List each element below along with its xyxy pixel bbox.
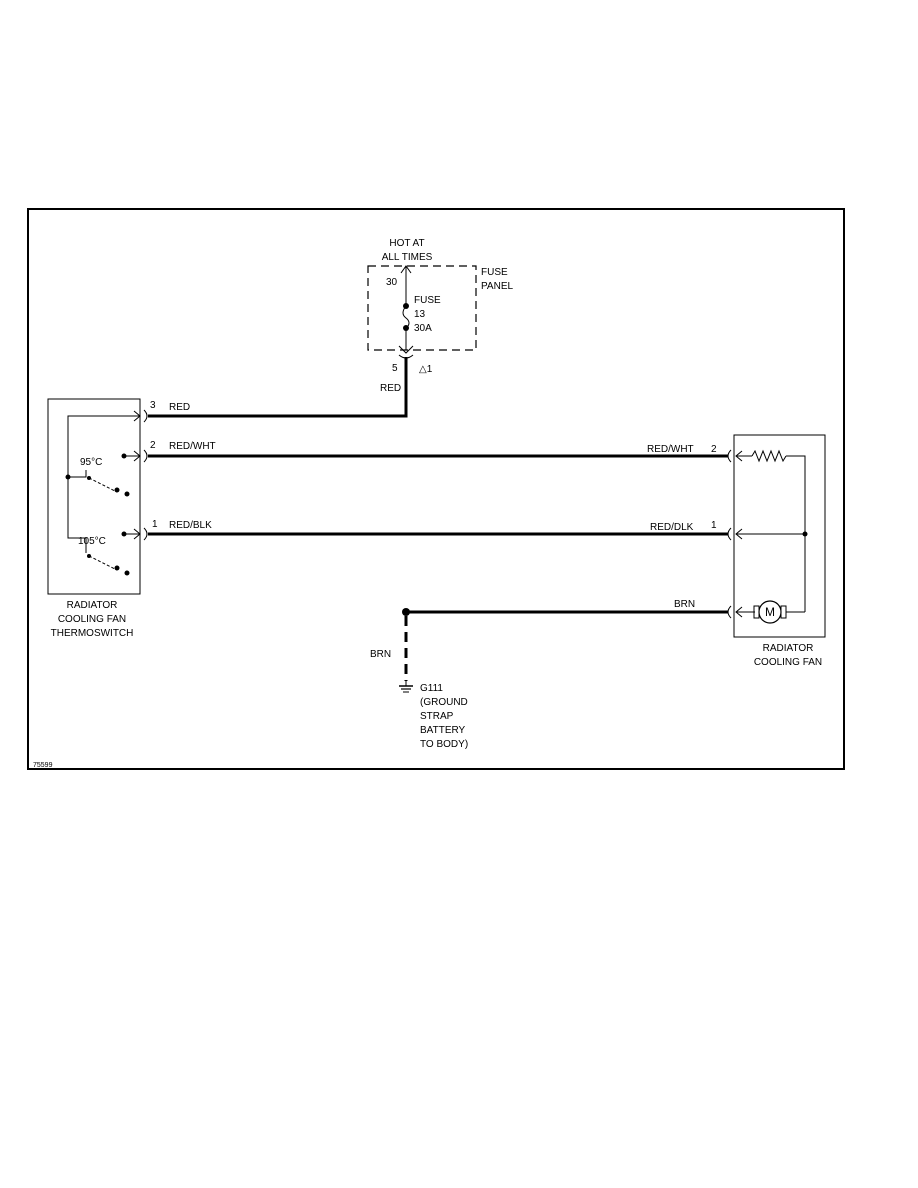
switch-95-contact xyxy=(114,487,120,493)
ground-desc-3: BATTERY xyxy=(420,725,466,736)
brn-wire: BRN BRN xyxy=(370,599,728,681)
fan-junction xyxy=(802,531,808,537)
thermoswitch-branch-95 xyxy=(68,470,87,478)
thermoswitch-pin2-connector xyxy=(143,449,148,463)
connector-ref-label: △1 xyxy=(419,364,433,375)
fan-name-1: RADIATOR xyxy=(763,643,814,654)
fuse-icon xyxy=(402,305,410,329)
red-blk-wire: RED/BLK RED/DLK xyxy=(148,520,728,536)
diagram-frame xyxy=(27,208,845,770)
brn-splice xyxy=(402,608,410,616)
thermoswitch-name-3: THERMOSWITCH xyxy=(51,628,134,639)
thermoswitch-pin1-contact xyxy=(121,531,127,537)
red-wire: RED RED xyxy=(148,357,408,418)
ground-desc-4: TO BODY) xyxy=(420,739,468,750)
fuse-panel-label-1: FUSE xyxy=(481,267,508,278)
switch-105-blade xyxy=(88,555,118,571)
fan-pin2-connector xyxy=(727,449,732,463)
switch-95-contact-2 xyxy=(124,491,130,497)
all-times-label: ALL TIMES xyxy=(382,252,433,263)
switch-95-blade xyxy=(88,477,118,493)
fuse-panel-label-2: PANEL xyxy=(481,281,513,292)
fuse-rating-label: 30A xyxy=(414,323,432,334)
ground-g111: G111 (GROUND STRAP BATTERY TO BODY) xyxy=(399,681,468,750)
red-label: RED xyxy=(169,402,190,413)
figure-id: 75599 xyxy=(33,762,53,769)
switch-95-link xyxy=(124,456,127,494)
radiator-cooling-fan: 2 1 M RADIATOR COOLING FAN xyxy=(711,434,826,668)
switch-105-contact-2 xyxy=(124,570,130,576)
terminal-5-label: 5 xyxy=(392,363,398,374)
brn-right-label: BRN xyxy=(674,599,695,610)
motor-label: M xyxy=(765,605,775,619)
fuse-panel: HOT AT ALL TIMES FUSE PANEL 30 FUSE 13 3… xyxy=(367,238,513,375)
connector-arrow-icon xyxy=(398,345,414,354)
thermoswitch-pin1-label: 1 xyxy=(152,519,158,530)
red-wire-path xyxy=(148,357,408,418)
fuse-panel-box xyxy=(367,265,477,351)
fan-pin1-connector xyxy=(727,527,732,541)
brn-vertical-label: BRN xyxy=(370,649,391,660)
thermoswitch-pin3-label: 3 xyxy=(150,400,156,411)
fan-pin2-label: 2 xyxy=(711,444,717,455)
switch-105-contact xyxy=(114,565,120,571)
thermoswitch-junction xyxy=(65,474,71,480)
fan-ground-connector xyxy=(727,605,732,619)
thermoswitch-name-2: COOLING FAN xyxy=(58,614,126,625)
red-wht-left-label: RED/WHT xyxy=(169,441,216,452)
ground-id-label: G111 xyxy=(420,683,443,694)
thermoswitch: 3 2 95°C 1 105°C RADIATOR COOLING FAN TH… xyxy=(47,398,158,639)
fan-resistor-return xyxy=(786,455,806,612)
thermoswitch-pin2-label: 2 xyxy=(150,440,156,451)
fuse-label: FUSE xyxy=(414,295,441,306)
ground-desc-2: STRAP xyxy=(420,711,454,722)
temp-105-label: 105°C xyxy=(78,536,106,547)
fan-box xyxy=(733,434,826,638)
thermoswitch-pin2-contact xyxy=(121,453,127,459)
red-blk-left-label: RED/BLK xyxy=(169,520,212,531)
red-wht-wire: RED/WHT RED/WHT xyxy=(148,441,728,458)
fan-pin1-label: 1 xyxy=(711,520,717,531)
thermoswitch-internal-wire xyxy=(67,415,140,553)
resistor-icon xyxy=(751,449,787,463)
feed-arrow-icon xyxy=(400,265,412,274)
red-wht-right-label: RED/WHT xyxy=(647,444,694,455)
motor-brush-right xyxy=(780,605,787,619)
thermoswitch-pin1-connector xyxy=(143,527,148,541)
ground-desc-1: (GROUND xyxy=(420,697,468,708)
thermoswitch-box xyxy=(47,398,141,595)
fan-name-2: COOLING FAN xyxy=(754,657,822,668)
red-vertical-label: RED xyxy=(380,383,401,394)
terminal-30-label: 30 xyxy=(386,277,398,288)
red-blk-right-label: RED/DLK xyxy=(650,522,694,533)
thermoswitch-pin3-connector xyxy=(143,409,148,423)
hot-at-label: HOT AT xyxy=(389,238,424,249)
temp-95-label: 95°C xyxy=(80,457,102,468)
thermoswitch-name-1: RADIATOR xyxy=(67,600,118,611)
fuse-number-label: 13 xyxy=(414,309,426,320)
